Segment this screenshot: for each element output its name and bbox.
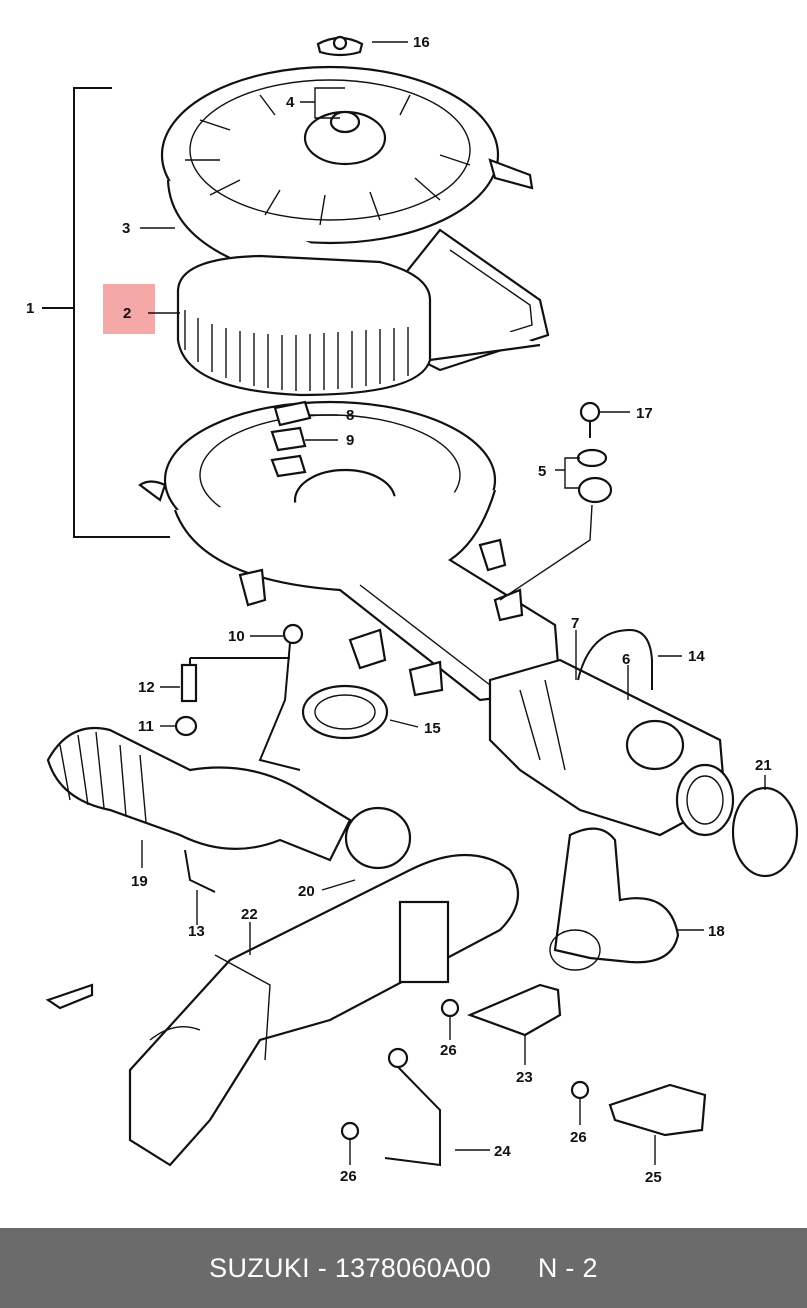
- part-14-hose: [577, 628, 653, 690]
- callout-10: 10: [228, 628, 245, 645]
- callout-16: 16: [413, 34, 430, 51]
- callout-18: 18: [708, 923, 725, 940]
- parts-diagram: 1 2 3 4 5 6 7 8 9 10 11 12 13 14 15 16 1…: [26, 34, 799, 1186]
- part-24-bracket: [340, 1047, 441, 1167]
- footer-part-number: 1378060A00: [334, 1252, 492, 1283]
- callout-5: 5: [538, 463, 546, 480]
- callout-14: 14: [688, 648, 705, 665]
- callout-11: 11: [138, 718, 154, 735]
- callout-19: 19: [131, 873, 148, 890]
- callout-7: 7: [571, 615, 579, 632]
- callout-3: 3: [122, 220, 130, 237]
- footer-brand: SUZUKI: [209, 1252, 310, 1283]
- callout-21: 21: [755, 757, 772, 774]
- callout-20: 20: [298, 883, 315, 900]
- callout-4: 4: [286, 94, 295, 111]
- parts-7-6-airflow-meter: [488, 658, 735, 837]
- part-16-cap: [316, 35, 364, 57]
- parts-10-13-vacuum-lines: [174, 623, 304, 893]
- direction-arrow: [45, 983, 94, 1010]
- callout-22: 22: [241, 906, 258, 923]
- footer-bar: SUZUKI - 1378060A00 N - 2: [0, 1228, 807, 1308]
- parts-17-5-hardware: [499, 401, 613, 601]
- callout-6: 6: [622, 651, 630, 668]
- part-20-clamp: [344, 806, 412, 870]
- part-15-gasket: [301, 684, 389, 740]
- part-19-intake-hose: [46, 726, 352, 862]
- part-23-bracket: [440, 983, 562, 1037]
- callout-8: 8: [346, 407, 354, 424]
- callout-9: 9: [346, 432, 354, 449]
- parts-8-9-clips: [270, 400, 312, 478]
- footer-position-ref: N - 2: [537, 1252, 598, 1283]
- highlight-box: [103, 284, 155, 334]
- part-18-elbow: [549, 827, 680, 971]
- callout-24: 24: [494, 1143, 511, 1160]
- callout-13: 13: [188, 923, 205, 940]
- lower-case: [138, 400, 562, 702]
- callout-17: 17: [636, 405, 653, 422]
- callout-26-b: 26: [570, 1129, 587, 1146]
- footer-separator: -: [309, 1252, 335, 1283]
- callout-15: 15: [424, 720, 441, 737]
- footer-gap: [491, 1253, 538, 1284]
- callout-23: 23: [516, 1069, 533, 1086]
- callout-26-c: 26: [340, 1168, 357, 1185]
- callout-12: 12: [138, 679, 155, 696]
- part-22-duct: [128, 854, 520, 1167]
- callout-25: 25: [645, 1169, 662, 1186]
- part-25-bracket: [570, 1080, 707, 1137]
- callout-2: 2: [123, 305, 131, 322]
- part-21-clamp: [731, 786, 799, 878]
- callout-1: 1: [26, 300, 34, 317]
- part-2-filter-element: [176, 254, 432, 397]
- callout-26-a: 26: [440, 1042, 457, 1059]
